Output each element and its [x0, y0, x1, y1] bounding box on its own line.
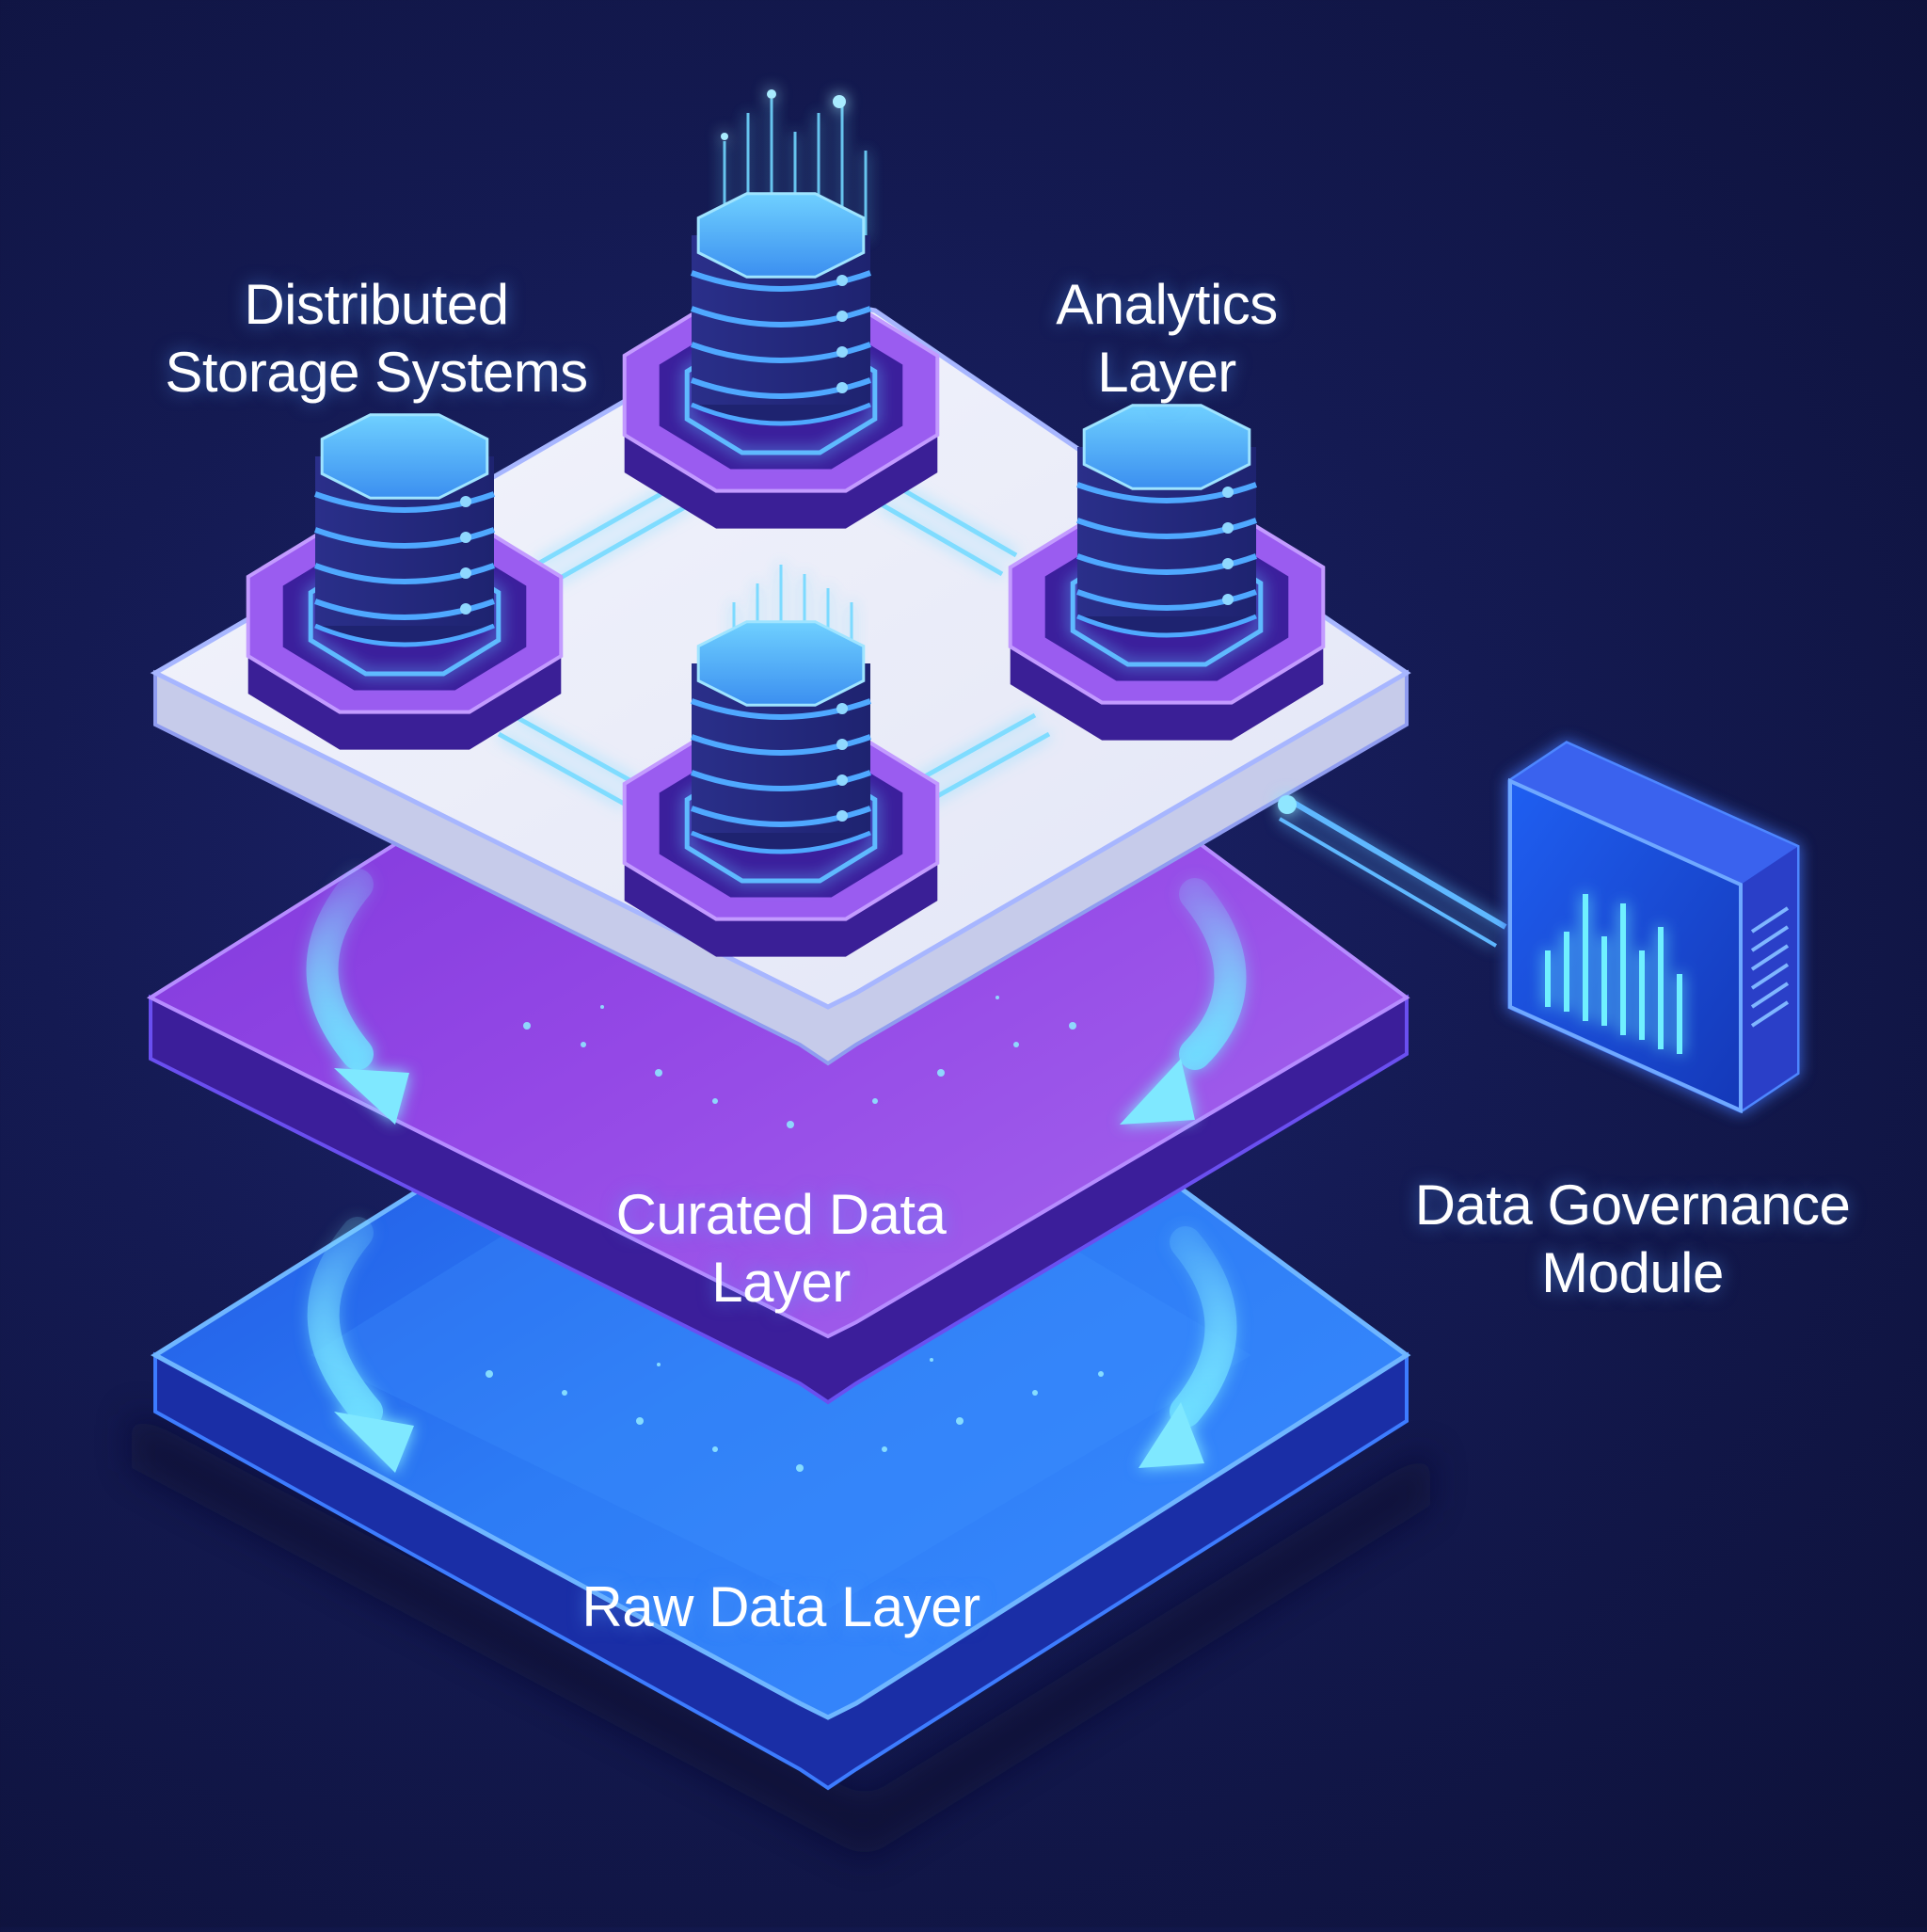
monitor-chart-icon	[1545, 894, 1682, 1054]
governance-label: Data Governance Module	[1383, 1172, 1882, 1307]
raw-layer-label: Raw Data Layer	[527, 1573, 1035, 1641]
database-icon	[1075, 404, 1258, 638]
curated-layer-label: Curated Data Layer	[565, 1181, 997, 1317]
database-icon	[313, 413, 496, 647]
governance-label-line1: Data Governance	[1414, 1174, 1851, 1237]
database-icon	[690, 620, 872, 854]
distributed-storage-label-line1: Distributed	[244, 273, 509, 336]
flow-arrows	[306, 869, 1247, 1473]
storage-node	[246, 413, 564, 750]
data-stream-dots	[721, 89, 846, 140]
raw-layer-label-text: Raw Data Layer	[581, 1575, 980, 1638]
vent-slots	[1750, 906, 1790, 1028]
analytics-label: Analytics Layer	[997, 271, 1336, 407]
governance-label-line2: Module	[1541, 1241, 1724, 1304]
curated-layer-label-line2: Layer	[711, 1251, 851, 1314]
node-connectors	[497, 482, 1051, 807]
distributed-storage-label: Distributed Storage Systems	[141, 271, 612, 407]
data-particles	[486, 996, 1104, 1472]
arrow-down-icon	[1139, 1226, 1237, 1468]
curated-layer-label-line1: Curated Data	[615, 1183, 947, 1246]
analytics-label-line1: Analytics	[1056, 273, 1278, 336]
storage-nodes	[246, 192, 1326, 957]
database-icon	[690, 192, 872, 426]
distributed-storage-label-line2: Storage Systems	[165, 341, 588, 404]
governance-connector	[1278, 795, 1507, 948]
arrow-down-icon	[307, 1217, 414, 1473]
storage-node	[1008, 404, 1326, 741]
arrow-down-icon	[306, 869, 409, 1125]
storage-node	[622, 620, 940, 957]
storage-node	[622, 192, 940, 529]
arrow-down-icon	[1120, 878, 1247, 1125]
analytics-label-line2: Layer	[1097, 341, 1236, 404]
governance-module	[1507, 741, 1800, 1114]
